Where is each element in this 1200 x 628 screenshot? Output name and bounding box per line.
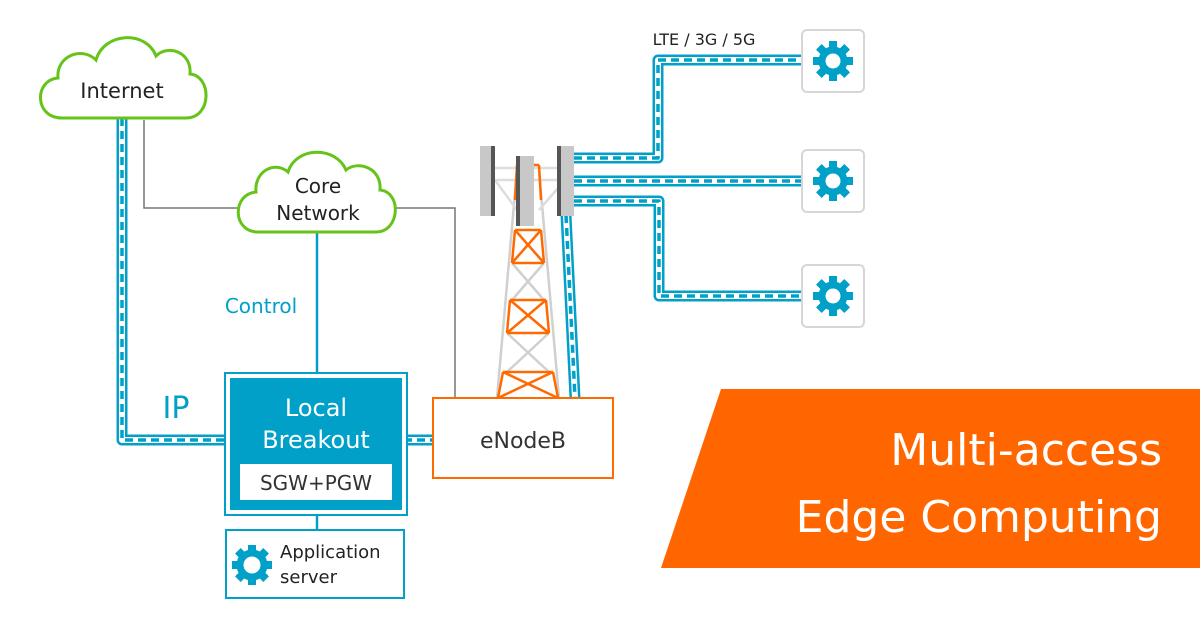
core-enodeb-link <box>388 207 456 398</box>
internet-cloud: Internet <box>39 36 208 120</box>
application-server-box[interactable]: Application server <box>225 529 405 599</box>
control-label: Control <box>225 294 297 318</box>
title-line2: Edge Computing <box>796 492 1162 543</box>
enodeb-label: eNodeB <box>480 429 566 454</box>
ip-data-pipe <box>116 118 230 446</box>
title-banner: Multi-access Edge Computing <box>661 389 1200 568</box>
radio-label: LTE / 3G / 5G <box>653 30 756 49</box>
local-label-line1: Local <box>285 394 347 422</box>
device-2[interactable] <box>801 149 865 213</box>
local-breakout-box[interactable]: Local Breakout SGW+PGW <box>224 372 408 516</box>
gateway-label: SGW+PGW <box>260 471 372 495</box>
local-label-line2: Breakout <box>262 426 370 454</box>
device-3[interactable] <box>801 264 865 328</box>
app-label-line2: server <box>280 567 338 588</box>
ip-label: IP <box>163 391 190 426</box>
app-label-line1: Application <box>280 542 381 563</box>
antenna-center <box>520 156 534 226</box>
internet-label: Internet <box>80 79 163 103</box>
antenna-left <box>480 146 494 216</box>
enodeb-box[interactable]: eNodeB <box>432 397 614 479</box>
title-line1: Multi-access <box>890 425 1162 476</box>
core-network-cloud: Core Network <box>236 150 397 234</box>
core-label-line2: Network <box>276 201 360 225</box>
antenna-right <box>560 146 574 216</box>
device-list <box>801 29 865 328</box>
radio-pipes <box>560 54 802 399</box>
core-label-line1: Core <box>295 174 341 198</box>
device-1[interactable] <box>801 29 865 93</box>
antennas <box>480 146 574 226</box>
internet-core-link <box>143 120 240 209</box>
